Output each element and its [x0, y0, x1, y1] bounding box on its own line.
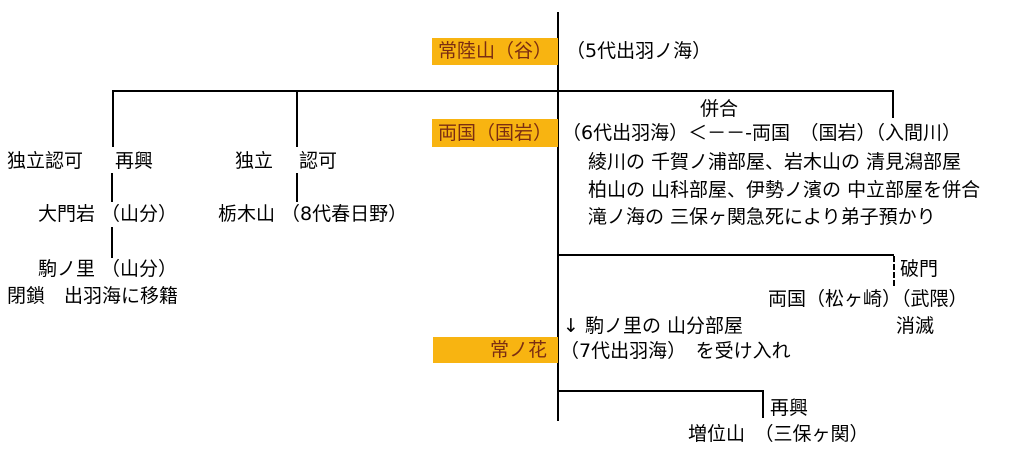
label-masuiyama: 増位山 （三保ヶ関）	[688, 423, 869, 445]
label-ryogoku-matsugasaki: 両国（松ヶ崎）（武隈）	[768, 288, 968, 310]
label-dokuritsu: 独立	[235, 150, 274, 172]
connector-branch-horizontal-mid	[557, 254, 894, 256]
connector-mid-branch-lower	[296, 173, 298, 202]
connector-left-branch-upper	[112, 90, 114, 147]
node-ryogoku: 両国（国岩）	[432, 119, 558, 147]
connector-left-branch-mid	[111, 173, 113, 202]
label-heisa: 閉鎖 出羽海に移籍	[7, 285, 179, 307]
label-saiko-bottom: 再興	[770, 397, 809, 419]
label-dokuritsu-ninka: 独立認可	[7, 150, 84, 172]
label-tochigiyama: 栃木山 （8代春日野）	[218, 203, 408, 225]
label-hamon: 破門	[900, 258, 939, 280]
connector-branch-horizontal-bottom	[557, 390, 764, 392]
label-merge2: 柏山の 山科部屋、伊勢ノ濱の 中立部屋を併合	[588, 179, 981, 201]
label-gen6-line: （6代出羽海）＜－－-両国 （国岩）（入間川）	[562, 122, 961, 144]
connector-left-branch-lower	[111, 227, 113, 258]
connector-bottom-branch	[762, 390, 764, 418]
connector-branch-horizontal-top	[112, 90, 894, 92]
label-saiko-left: 再興	[115, 150, 154, 172]
node-hitachiyama: 常陸山（谷）	[432, 38, 558, 65]
label-daimoniwa: 大門岩 （山分）	[38, 203, 178, 225]
label-shometsu: 消滅	[896, 315, 935, 337]
connector-main-vertical	[557, 12, 559, 421]
label-gen5: （5代出羽ノ海）	[566, 40, 712, 62]
label-koma-accept1: ↓ 駒ノ里の 山分部屋	[563, 315, 743, 337]
label-heigo: 併合	[700, 98, 739, 120]
label-merge3: 滝ノ海の 三保ヶ関急死により弟子預かり	[588, 206, 936, 228]
label-merge1: 綾川の 千賀ノ浦部屋、岩木山の 清見潟部屋	[588, 151, 962, 173]
label-koma-accept2: （7代出羽海） を受け入れ	[560, 340, 791, 362]
label-komanosato: 駒ノ里 （山分）	[38, 258, 178, 280]
connector-hamon-dashed	[893, 256, 895, 286]
node-tsunenohana: 常ノ花	[433, 337, 558, 363]
connector-mid-branch-upper	[296, 90, 298, 147]
connector-right-branch-top	[892, 90, 894, 118]
label-ninka: 認可	[299, 150, 338, 172]
